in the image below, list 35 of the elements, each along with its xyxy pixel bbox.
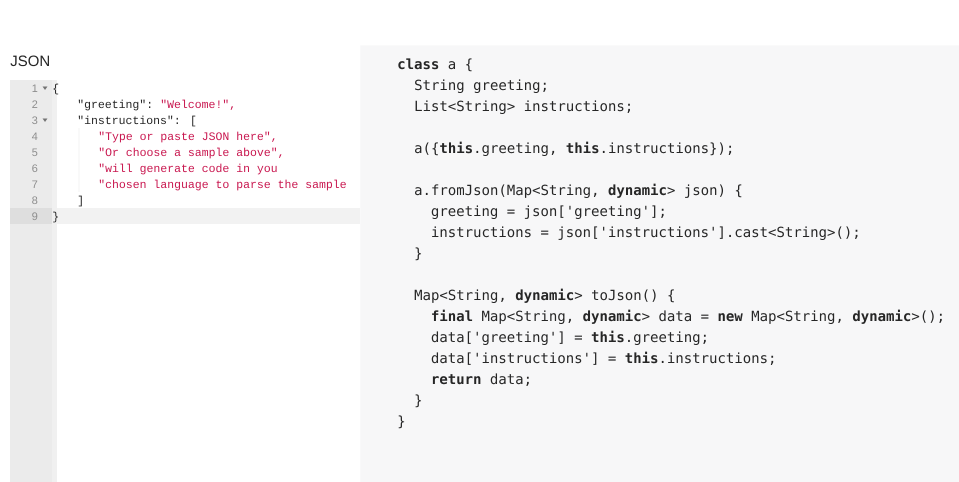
- code-line: String greeting;: [415, 79, 546, 93]
- line-number: 6: [32, 164, 38, 172]
- code-line: List<String> instructions;: [416, 100, 630, 114]
- line-number: 4: [32, 132, 38, 140]
- code-string: "Type or paste JSON here",: [100, 132, 275, 142]
- code-line: a({this.greeting, this.instructions});: [415, 142, 732, 156]
- code-string: "chosen language to parse the sample: [100, 180, 346, 190]
- code-line: final Map<String, dynamic> data = new Map<String, dynamic>();: [432, 310, 942, 324]
- code-line: return data;: [432, 373, 529, 386]
- code-line: }: [53, 212, 58, 222]
- line-number: 2: [32, 100, 38, 108]
- line-number: 7: [32, 180, 38, 188]
- code-string: "Welcome!",: [162, 100, 234, 110]
- code-line: }: [416, 247, 422, 260]
- line-number: 3: [32, 116, 38, 124]
- code-line: }: [416, 394, 422, 408]
- code-line: "greeting":: [78, 100, 150, 110]
- line-number: 5: [32, 148, 38, 156]
- line-number: 1: [32, 84, 38, 92]
- code-line: greeting = json['greeting'];: [432, 205, 664, 219]
- code-string: "will generate code in you: [100, 164, 277, 174]
- code-line: ]: [78, 196, 82, 206]
- panel-heading: JSON: [10, 56, 49, 66]
- code-line: Map<String, dynamic> toJson() {: [414, 288, 674, 303]
- line-number: 8: [32, 196, 38, 204]
- code-line: a.fromJson(Map<String, dynamic> json) {: [415, 184, 742, 198]
- code-line: instructions = json['instructions'].cast<String>();: [432, 226, 858, 240]
- code-line: }: [398, 415, 404, 428]
- code-line: data['greeting'] = this.greeting;: [432, 330, 706, 345]
- code-line: "instructions": [: [78, 116, 196, 126]
- code-string: "Or choose a sample above",: [100, 148, 282, 158]
- line-number: 9: [32, 212, 38, 220]
- code-line: class a {: [398, 58, 472, 72]
- code-line: data['instructions'] = this.instructions;: [432, 352, 774, 365]
- code-line: {: [53, 84, 58, 94]
